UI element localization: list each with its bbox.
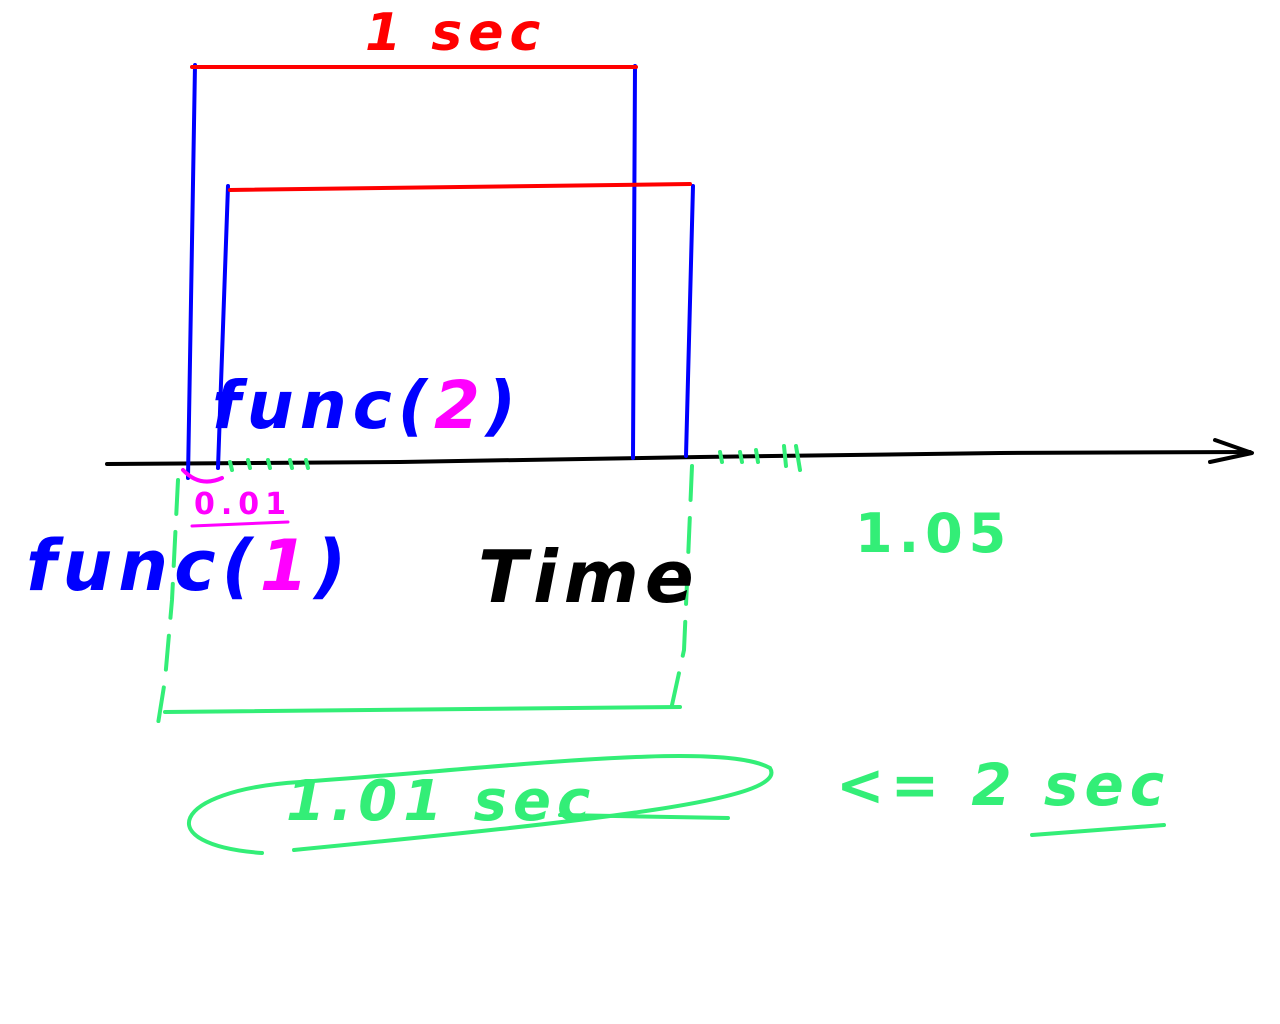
func1-arg: 1 xyxy=(260,525,315,607)
total-time-underline xyxy=(558,813,730,820)
func1-label: func(1) xyxy=(26,525,352,607)
comparison-label: <= 2 sec xyxy=(836,751,1170,819)
offset-label: 0.01 xyxy=(194,487,292,522)
total-left-dashed-line xyxy=(155,478,180,732)
approx-elapsed-label: 1.05 xyxy=(855,502,1012,565)
interval-func2-end-line xyxy=(684,184,695,458)
total-time-oval xyxy=(186,754,774,855)
time-axis-line xyxy=(105,450,1252,466)
time-axis xyxy=(105,438,1254,466)
interval-func2-start-line xyxy=(216,184,230,470)
func2-prefix: func( xyxy=(212,367,434,444)
time-axis-arrowhead xyxy=(1208,438,1254,464)
time-axis-label: Time xyxy=(478,535,700,619)
func1-suffix: ) xyxy=(312,525,352,607)
interval-func2 xyxy=(216,182,695,470)
func1-prefix: func( xyxy=(26,525,260,607)
interval-func1-start-line xyxy=(186,63,197,480)
total-right-dashed-line xyxy=(670,464,694,707)
total-time-bracket xyxy=(155,444,802,732)
comparison-underline xyxy=(1030,823,1166,837)
total-time-label: 1.01 sec xyxy=(286,769,596,834)
total-bottom-line xyxy=(163,705,682,714)
one-sec-label: 1 sec xyxy=(365,3,546,63)
func2-suffix: ) xyxy=(484,367,522,444)
func2-arg: 2 xyxy=(434,367,486,444)
func2-label: func(2) xyxy=(212,367,522,444)
interval-func1 xyxy=(186,63,638,480)
axis-tick-marks xyxy=(228,444,802,472)
interval-func1-end-line xyxy=(631,64,637,460)
offset-bracket xyxy=(181,468,224,484)
offset-underline xyxy=(190,520,290,528)
interval-func2-span xyxy=(228,182,692,192)
